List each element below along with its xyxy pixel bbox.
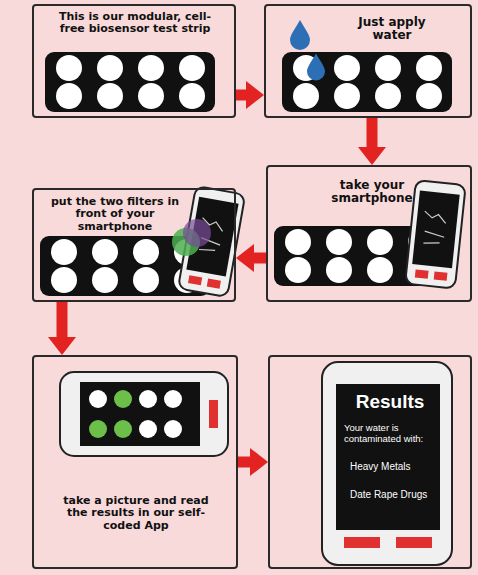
panel-caption: take a picture and read the results in o… [56,495,216,532]
panel-caption: put the two filters in front of your sma… [40,196,190,233]
result-dot [114,420,132,438]
result-dot [89,420,107,438]
water-drop [307,53,325,80]
water-drop [290,20,310,50]
flow-arrow [236,90,246,101]
result-dot [114,390,132,408]
comic-panel: ResultsYour water is contaminated with: H… [268,355,472,569]
screen-result: Date Rape Drugs [350,489,438,500]
test-strip [45,52,215,112]
flow-arrow [367,118,378,147]
smartphone [405,180,466,289]
flow-arrow [254,253,266,264]
phone-body [322,362,452,565]
phone-button [344,537,380,548]
panel-caption: This is our modular, cell-free biosensor… [56,11,214,36]
phone-screen [80,382,200,446]
screen-heading: Results [340,391,440,412]
test-strip [282,52,452,112]
comic-panel: take your smartphone [266,165,472,302]
flow-arrow [57,302,68,337]
comic-panel: put the two filters in front of your sma… [32,188,236,302]
phone-screen [336,384,440,530]
comic-panel: take a picture and read the results in o… [32,355,238,569]
screen-text: Your water is contaminated with: [344,423,438,444]
comic-panel: Just apply water [264,4,472,118]
result-dot [164,420,182,438]
result-dot [139,420,157,438]
flow-arrow [238,457,250,468]
comic-panel: This is our modular, cell-free biosensor… [32,4,236,118]
result-dot [89,390,107,408]
panel-caption: Just apply water [344,16,440,43]
result-dot [139,390,157,408]
panel-caption: take your smartphone [312,179,432,206]
screen-result: Heavy Metals [350,461,438,472]
result-dot [164,390,182,408]
phone-body [60,372,228,456]
purple-filter [183,219,211,247]
phone-button [396,537,432,548]
phone-button [209,400,218,428]
